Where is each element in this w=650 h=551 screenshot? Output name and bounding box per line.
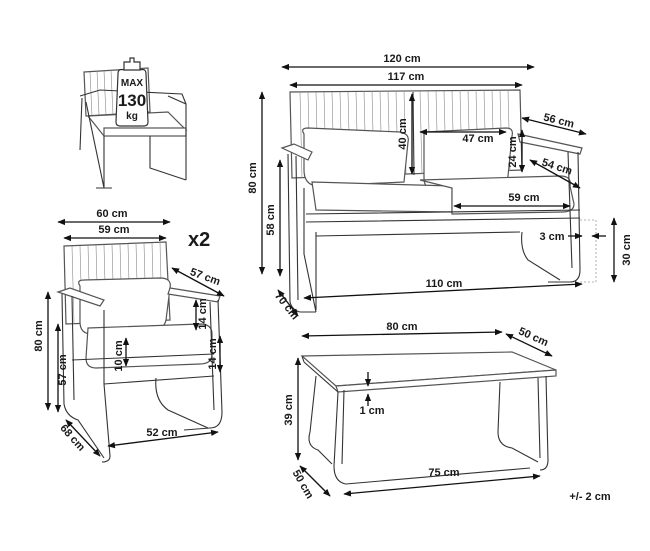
table-base-length-arrow (343, 473, 541, 497)
chair-arm-height-label: 14 cm (197, 298, 209, 329)
sofa-seat-height-label: 58 cm (265, 204, 277, 235)
chair-arm-length-label: 57 cm (188, 266, 222, 288)
badge-max: MAX (121, 78, 144, 89)
sofa-back-height-label: 40 cm (397, 118, 409, 149)
chair-under-arm-label: 14 cm (207, 338, 219, 369)
sofa-seat-width-label: 59 cm (508, 192, 539, 204)
quantity-label: x2 (188, 229, 210, 251)
chair-seat-height-label: 57 cm (57, 354, 69, 385)
sofa-base-width-label: 110 cm (426, 278, 463, 290)
table-base-length-label: 75 cm (428, 467, 459, 479)
table-base-depth-label: 50 cm (290, 468, 316, 501)
badge-weight-value: 130 (118, 91, 146, 110)
sofa-base-width-arrow (303, 281, 583, 301)
chair-width-total-label: 60 cm (96, 208, 127, 220)
sofa-depth-arrow (277, 289, 299, 317)
sofa-arm-length-arrow (521, 116, 587, 136)
table-width-arrow (505, 333, 553, 357)
sofa-arm-height-label: 24 cm (507, 136, 519, 167)
tolerance-note: +/- 2 cm (569, 491, 610, 503)
table-dimensions: 80 cm 50 cm 39 cm 1 cm 75 cm 50 cm (283, 321, 553, 501)
table-drawing (300, 351, 557, 485)
sofa-cushion-depth-arrow (529, 159, 581, 189)
chair-depth-arrow (65, 419, 101, 457)
table-length-arrow (301, 329, 503, 339)
sofa-leg-offset-label: 3 cm (539, 231, 564, 243)
table-width-label: 50 cm (517, 325, 551, 349)
chair-total-height-label: 80 cm (33, 320, 45, 351)
chair-base-width-label: 52 cm (146, 427, 177, 439)
chair-width-inner-label: 59 cm (98, 224, 129, 236)
chair-base-width-arrow (107, 429, 219, 449)
table-thickness-label: 1 cm (359, 405, 384, 417)
sofa-depth-label: 70 cm (272, 290, 301, 322)
chair-arm-length-arrow (171, 267, 225, 297)
badge-unit: kg (126, 111, 138, 122)
max-weight-badge: MAX 130 kg (115, 57, 149, 127)
sofa-total-height-label: 80 cm (247, 162, 259, 193)
sofa-seat-depth-label: 47 cm (462, 133, 493, 145)
sofa-leg-height-label: 30 cm (621, 234, 633, 265)
sofa-width-inner-label: 117 cm (388, 71, 425, 83)
table-height-label: 39 cm (283, 394, 295, 425)
chair-cushion-height-label: 10 cm (113, 340, 125, 371)
table-base-depth-arrow (299, 465, 331, 497)
table-length-label: 80 cm (386, 321, 417, 333)
sofa-width-total-label: 120 cm (383, 53, 421, 65)
